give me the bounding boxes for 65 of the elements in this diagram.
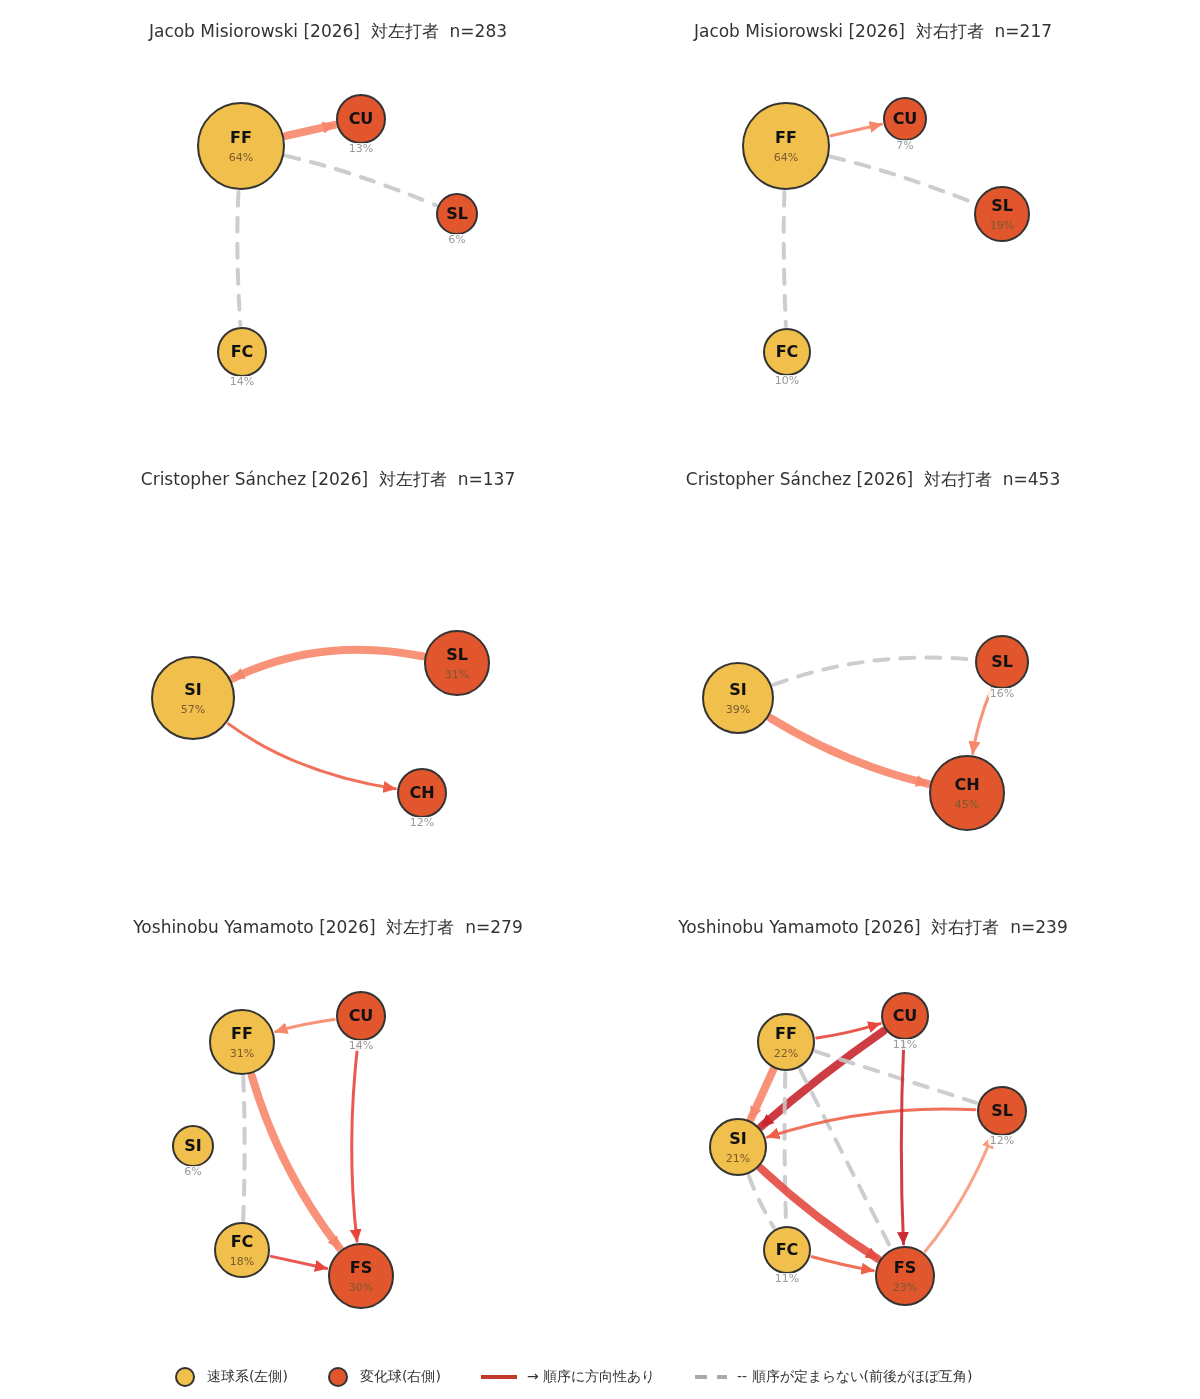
pitch-code: CH (954, 776, 980, 793)
pitch-code: SI (729, 681, 747, 698)
panel-title: Yoshinobu Yamamoto [2026] 対右打者 n=239 (678, 916, 1068, 939)
pitch-code: SI (184, 681, 202, 698)
dashed-connector (235, 189, 243, 328)
usage-percent: 64% (773, 151, 799, 163)
legend-label: 速球系(左側) (207, 1367, 288, 1386)
dashed-connector (781, 190, 788, 328)
pitch-code: FF (775, 1025, 797, 1042)
pitch-code: SL (991, 654, 1013, 670)
pitch-code: FS (893, 1259, 917, 1276)
usage-percent: 31% (444, 668, 470, 680)
usage-percent: 31% (229, 1047, 255, 1059)
pitch-code: FF (231, 1025, 253, 1042)
pitch-code: FF (230, 129, 252, 146)
usage-percent: 57% (180, 703, 206, 715)
arrow (757, 1026, 888, 1131)
pitch-code: SL (991, 1103, 1013, 1119)
arrow (274, 1018, 336, 1035)
arrow (756, 1164, 882, 1263)
usage-percent: 22% (773, 1047, 799, 1059)
pitch-code: CU (892, 1008, 918, 1024)
usage-percent: 16% (987, 688, 1017, 699)
arrow (810, 1255, 875, 1275)
pitch-code: CU (348, 111, 374, 127)
pitch-code: FC (775, 1242, 799, 1258)
legend-label: -- 順序が定まらない(前後がほぼ互角) (737, 1367, 973, 1386)
pitch-code: FC (775, 344, 799, 360)
pitch-code: FF (775, 129, 797, 146)
usage-percent: 39% (725, 703, 751, 715)
arrow (227, 722, 397, 793)
usage-percent: 7% (894, 140, 916, 151)
panel-title: Cristopher Sánchez [2026] 対右打者 n=453 (685, 468, 1061, 491)
legend-label: 変化球(右側) (359, 1367, 441, 1386)
usage-percent: 23% (892, 1281, 918, 1293)
pitch-code: FC (230, 1233, 254, 1250)
usage-percent: 18% (229, 1255, 255, 1267)
pitch-code: SL (991, 197, 1013, 214)
pitch-code: CU (892, 111, 918, 127)
pitch-code: SI (729, 1130, 747, 1147)
usage-percent: 6% (182, 1166, 204, 1177)
usage-percent: 21% (725, 1152, 751, 1164)
panel-title: Cristopher Sánchez [2026] 対左打者 n=137 (140, 468, 516, 491)
panel-title: Jacob Misiorowski [2026] 対左打者 n=283 (148, 20, 508, 43)
usage-percent: 45% (954, 798, 980, 810)
usage-percent: 64% (228, 151, 254, 163)
pitch-code: SL (446, 646, 468, 663)
pitch-code: SI (184, 1138, 202, 1154)
panel-title: Yoshinobu Yamamoto [2026] 対左打者 n=279 (133, 916, 523, 939)
arrow (269, 1254, 329, 1272)
pitch-code: CU (348, 1008, 374, 1024)
usage-percent: 6% (446, 234, 468, 245)
dashed-connector (241, 1075, 247, 1222)
pitch-code: FS (349, 1259, 373, 1276)
arrow (968, 687, 993, 755)
pitch-code: FC (230, 344, 254, 360)
pitch-code: CH (409, 785, 435, 801)
pitch-code: SL (446, 206, 468, 222)
legend-label: → 順序に方向性あり (526, 1367, 656, 1386)
arrow (829, 121, 884, 138)
arrow (815, 1021, 882, 1040)
usage-percent: 30% (348, 1281, 374, 1293)
panel-title: Jacob Misiorowski [2026] 対右打者 n=217 (693, 20, 1053, 43)
usage-percent: 19% (989, 219, 1015, 231)
usage-percent: 12% (987, 1135, 1017, 1146)
